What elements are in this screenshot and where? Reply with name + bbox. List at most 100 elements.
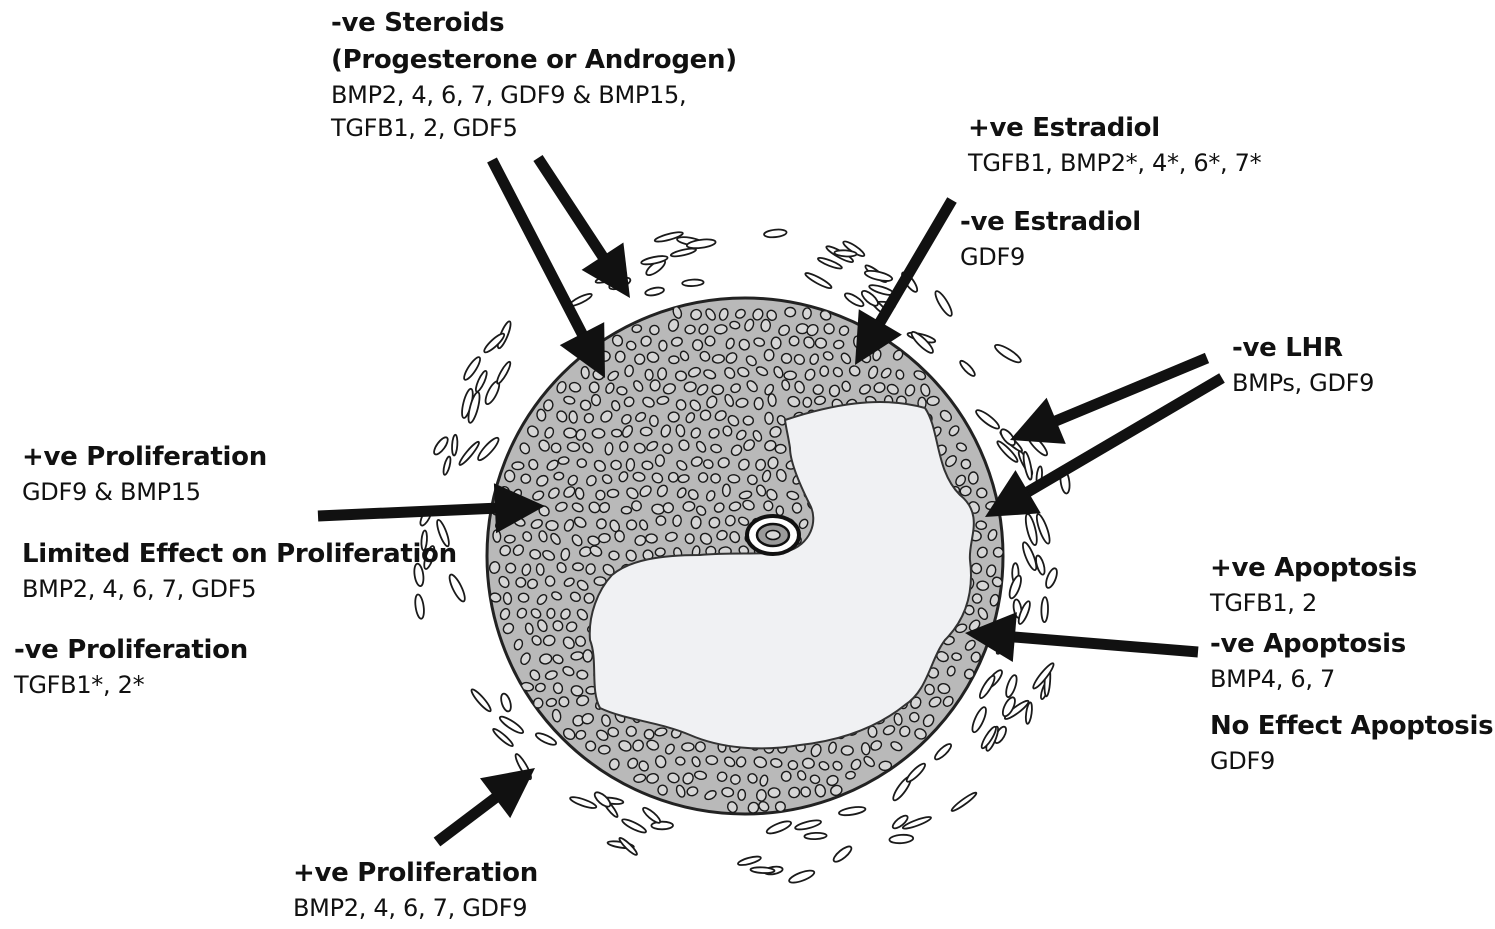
granulosa-cell [765,412,774,424]
theca-cell [499,692,512,712]
granulosa-cell [768,788,780,798]
theca-cell [993,342,1023,365]
apoptosis-negative-heading: -ve Apoptosis [1210,626,1406,663]
granulosa-cell [669,356,679,364]
estradiol-negative-text: GDF9 [960,241,1141,274]
arrow-shaft [1054,358,1207,422]
theca-cell [905,762,927,784]
arrow-head [480,768,535,818]
arrow-shaft [538,158,604,258]
granulosa-cell [516,578,526,588]
theca-cell [1004,674,1019,698]
apoptosis-no-effect-label: No Effect Apoptosis GDF9 [1210,708,1493,778]
theca-cell [492,727,515,748]
granulosa-cell [910,712,920,722]
theca-cell [831,844,853,864]
proliferation-negative-label: -ve Proliferation TGFB1*, 2* [14,632,248,702]
granulosa-cell [785,307,796,316]
theca-cell [978,674,997,700]
theca-cell [737,855,761,867]
granulosa-cell [820,366,829,377]
granulosa-cell [518,593,529,602]
steroids-text-1: BMP2, 4, 6, 7, GDF9 & BMP15, [331,79,737,112]
theca-cell [476,435,502,462]
granulosa-cell [756,789,766,801]
steroids-label: -ve Steroids (Progesterone or Androgen) … [331,5,737,145]
proliferation-negative-heading: -ve Proliferation [14,632,248,669]
granulosa-cell [784,371,796,380]
granulosa-cell [567,442,580,452]
granulosa-cell [589,382,599,393]
granulosa-cell [657,367,667,380]
arrow-head [582,243,630,299]
estradiol-positive-label: +ve Estradiol TGFB1, BMP2*, 4*, 6*, 7* [968,110,1261,180]
arrow-shaft [492,160,583,335]
theca-cell [621,817,647,835]
proliferation-positive-bottom-text: BMP2, 4, 6, 7, GDF9 [293,892,538,925]
proliferation-limited-text: BMP2, 4, 6, 7, GDF5 [22,573,457,606]
granulosa-cell [596,490,605,499]
granulosa-cell [728,474,740,483]
granulosa-cell [829,385,840,397]
steroids-heading: -ve Steroids [331,5,737,42]
granulosa-cell [803,397,812,407]
theca-cell [569,795,597,810]
granulosa-cell [641,427,652,435]
granulosa-cell [649,415,658,426]
theca-cell [442,456,452,476]
theca-cell [974,408,1001,431]
theca-cell [1034,555,1046,576]
proliferation-positive-bottom-label: +ve Proliferation BMP2, 4, 6, 7, GDF9 [293,855,538,925]
granulosa-cell [993,547,1004,558]
oocyte [747,516,799,554]
granulosa-cell [738,789,746,800]
granulosa-cell [682,743,694,751]
granulosa-cell [706,755,718,765]
granulosa-cell [591,394,601,406]
theca-cell [750,867,774,874]
theca-cell [457,440,481,467]
granulosa-cell [546,520,559,530]
theca-cell [1007,574,1023,599]
granulosa-cell [610,460,621,470]
theca-cell [794,818,821,831]
granulosa-cell [645,369,654,380]
theca-cell [651,822,673,830]
granulosa-cell [802,307,812,319]
granulosa-cell [977,488,987,498]
granulosa-cell [927,396,940,406]
granulosa-cell [577,458,587,467]
estradiol-positive-text: TGFB1, BMP2*, 4*, 6*, 7* [968,147,1261,180]
estradiol-negative-label: -ve Estradiol GDF9 [960,204,1141,274]
granulosa-cell [976,581,988,591]
lhr-label: -ve LHR BMPs, GDF9 [1232,330,1374,400]
estradiol-positive-heading: +ve Estradiol [968,110,1261,147]
granulosa-cell [650,325,659,334]
proliferation-limited-label: Limited Effect on Proliferation BMP2, 4,… [22,536,457,606]
granulosa-cell [659,340,667,351]
granulosa-cell [598,745,610,754]
granulosa-cell [615,351,625,362]
granulosa-cell [655,455,664,467]
theca-cell [788,868,816,885]
proliferation-positive-bottom-heading: +ve Proliferation [293,855,538,892]
arrow-shaft [437,797,497,842]
granulosa-cell [841,746,853,755]
theca-cell [645,286,665,297]
granulosa-cell [685,534,694,544]
arrow-estradiol [855,200,952,365]
arrow-apoptosis [965,612,1198,662]
theca-cell [804,271,833,290]
theca-cell [950,791,978,813]
proliferation-positive-left-label: +ve Proliferation GDF9 & BMP15 [22,439,267,509]
granulosa-cell [592,428,605,438]
lhr-text: BMPs, GDF9 [1232,367,1374,400]
apoptosis-positive-heading: +ve Apoptosis [1210,550,1417,587]
theca-cell [933,742,953,762]
apoptosis-no-effect-text: GDF9 [1210,745,1493,778]
granulosa-cell [573,563,584,571]
granulosa-cell [569,411,578,424]
granulosa-cell [754,398,763,410]
granulosa-cell [598,533,610,543]
